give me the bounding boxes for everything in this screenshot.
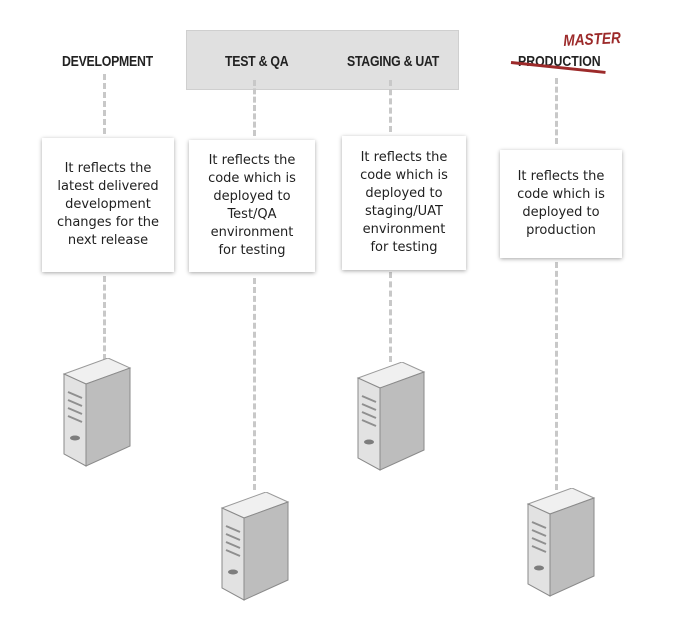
server-production-icon (524, 487, 596, 600)
pre-production-band (186, 30, 459, 90)
note-test-qa: It reflects the code which is deployed t… (189, 140, 315, 272)
note-staging-uat: It reflects the code which is deployed t… (342, 136, 466, 270)
header-master: MASTER (563, 29, 622, 50)
server-test-qa-icon (218, 491, 290, 604)
note-test-qa-text: It reflects the code which is deployed t… (208, 153, 296, 258)
header-staging-uat: STAGING & UAT (347, 53, 440, 70)
dashed-connector-production-bottom (555, 262, 558, 490)
dashed-connector-test-qa-top (253, 80, 256, 136)
dashed-connector-staging-top (389, 80, 392, 132)
note-staging-uat-text: It reflects the code which is deployed t… (360, 150, 448, 255)
server-staging-uat-icon (354, 361, 426, 474)
header-test-qa: TEST & QA (225, 53, 289, 70)
note-production-text: It reflects the code which is deployed t… (517, 169, 605, 238)
header-development: DEVELOPMENT (62, 53, 153, 70)
note-production: It reflects the code which is deployed t… (500, 150, 622, 258)
note-development-text: It reflects the latest delivered develop… (56, 161, 160, 248)
dashed-connector-test-qa-bottom (253, 278, 256, 490)
dashed-connector-development-top (103, 74, 106, 134)
note-development: It reflects the latest delivered develop… (42, 138, 174, 272)
dashed-connector-production-top (555, 78, 558, 144)
dashed-connector-development-bottom (103, 276, 106, 360)
server-development-icon (60, 357, 132, 470)
dashed-connector-staging-bottom (389, 272, 392, 362)
